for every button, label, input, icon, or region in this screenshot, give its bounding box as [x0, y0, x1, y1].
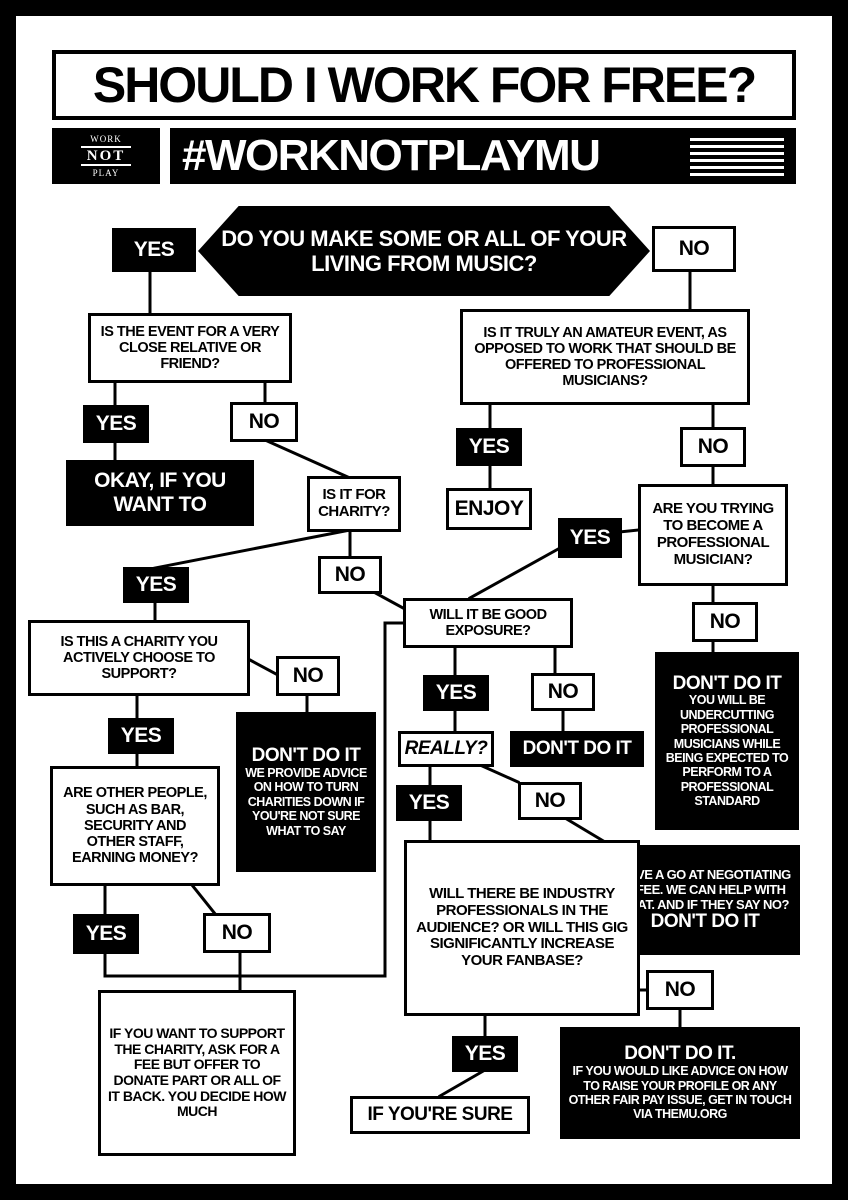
dont-pro-reason: YOU WILL BE UNDERCUTTING PROFESSIONAL MU… [665, 693, 789, 809]
logo-line-2: NOT [80, 145, 132, 167]
answer-no-industry: NO [646, 970, 714, 1010]
question-relative-or-friend: IS THE EVENT FOR A VERY CLOSE RELATIVE O… [88, 313, 292, 383]
outcome-support-charity: IF YOU WANT TO SUPPORT THE CHARITY, ASK … [98, 990, 296, 1156]
answer-yes-living: YES [112, 228, 196, 272]
answer-no-choose: NO [276, 656, 340, 696]
dont-pro-heading: DON'T DO IT [672, 672, 782, 694]
stripes-decoration [690, 138, 784, 176]
question-really: REALLY? [398, 731, 494, 767]
answer-yes-others: YES [73, 914, 139, 954]
dont-final-advice: IF YOU WOULD LIKE ADVICE ON HOW TO RAISE… [568, 1064, 792, 1122]
answer-yes-exposure: YES [423, 675, 489, 711]
outcome-negotiate-fee: HAVE A GO AT NEGOTIATING A FEE. WE CAN H… [610, 845, 800, 955]
answer-no-relative: NO [230, 402, 298, 442]
question-amateur-event: IS IT TRULY AN AMATEUR EVENT, AS OPPOSED… [460, 309, 750, 405]
answer-no-amateur: NO [680, 427, 746, 467]
question-charity-you-support: IS THIS A CHARITY YOU ACTIVELY CHOOSE TO… [28, 620, 250, 696]
answer-yes-amateur: YES [456, 428, 522, 466]
negotiate-heading: DON'T DO IT [650, 911, 760, 933]
answer-no-exposure: NO [531, 673, 595, 711]
outcome-dont-do-it-pro: DON'T DO IT YOU WILL BE UNDERCUTTING PRO… [655, 652, 799, 830]
question-good-exposure: WILL IT BE GOOD EXPOSURE? [403, 598, 573, 648]
dont-charity-heading: DON'T DO IT [251, 745, 361, 767]
dont-charity-advice: WE PROVIDE ADVICE ON HOW TO TURN CHARITI… [245, 766, 367, 838]
logo-line-3: PLAY [92, 168, 120, 179]
answer-no-others: NO [203, 913, 271, 953]
answer-no-really: NO [518, 782, 582, 820]
outcome-okay-if-you-want: OKAY, IF YOU WANT TO [66, 460, 254, 526]
answer-no-charity: NO [318, 556, 382, 594]
answer-yes-pro: YES [558, 518, 622, 558]
outcome-dont-do-it-exposure: DON'T DO IT [510, 731, 644, 767]
outcome-if-youre-sure: IF YOU'RE SURE [350, 1096, 530, 1134]
outcome-enjoy: ENJOY [446, 488, 532, 530]
question-industry-professionals: WILL THERE BE INDUSTRY PROFESSIONALS IN … [404, 840, 640, 1016]
answer-no-living: NO [652, 226, 736, 272]
question-for-charity: IS IT FOR CHARITY? [307, 476, 401, 532]
poster-title: SHOULD I WORK FOR FREE? [52, 50, 796, 120]
logo-line-1: WORK [90, 133, 122, 144]
work-not-play-logo: WORK NOT PLAY [52, 128, 160, 184]
answer-yes-relative: YES [83, 405, 149, 443]
answer-no-pro: NO [692, 602, 758, 642]
question-others-earning: ARE OTHER PEOPLE, SUCH AS BAR, SECURITY … [50, 766, 220, 886]
outcome-dont-do-it-charity: DON'T DO IT WE PROVIDE ADVICE ON HOW TO … [236, 712, 376, 872]
question-become-professional: ARE YOU TRYING TO BECOME A PROFESSIONAL … [638, 484, 788, 586]
answer-yes-industry: YES [452, 1036, 518, 1072]
negotiate-advice: HAVE A GO AT NEGOTIATING A FEE. WE CAN H… [619, 866, 791, 912]
question-living-from-music: DO YOU MAKE SOME OR ALL OF YOUR LIVING F… [198, 206, 650, 296]
dont-final-heading: DON'T DO IT. [624, 1043, 736, 1065]
answer-yes-really: YES [396, 785, 462, 821]
outcome-dont-do-it-final: DON'T DO IT. IF YOU WOULD LIKE ADVICE ON… [560, 1027, 800, 1139]
answer-yes-choose: YES [108, 718, 174, 754]
answer-yes-charity: YES [123, 567, 189, 603]
